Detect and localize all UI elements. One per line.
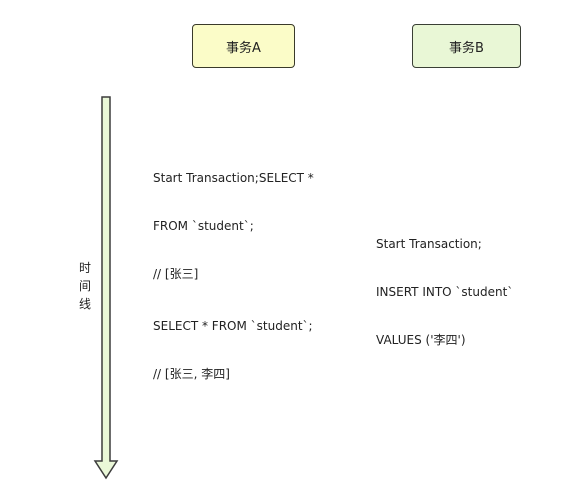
timeline-label: 时 间 线 [78,259,92,313]
transaction-a-label: 事务A [226,40,261,56]
timeline-label-char: 间 [78,279,91,293]
timeline-arrow-shape [93,96,119,480]
transaction-b-step-note: Start Transaction; INSERT INTO `student`… [376,204,513,364]
transaction-b-box: 事务B [412,24,521,68]
transaction-a-step-1-note: Start Transaction;SELECT * FROM `student… [153,138,314,298]
note-line: INSERT INTO `student` [376,285,514,299]
timeline-label-char: 线 [78,297,91,311]
note-line: // [张三, 李四] [153,367,230,381]
timeline-arrow [93,96,119,480]
transaction-a-step-2-note: SELECT * FROM `student`; // [张三, 李四] [153,286,313,398]
note-line: Start Transaction;SELECT * [153,171,314,185]
note-line: FROM `student`; [153,219,254,233]
transaction-a-box: 事务A [192,24,295,68]
note-line: SELECT * FROM `student`; [153,319,313,333]
note-line: Start Transaction; [376,237,482,251]
note-line: // [张三] [153,267,199,281]
transaction-b-label: 事务B [449,40,484,56]
note-line: VALUES ('李四') [376,333,466,347]
timeline-label-char: 时 [78,261,91,275]
